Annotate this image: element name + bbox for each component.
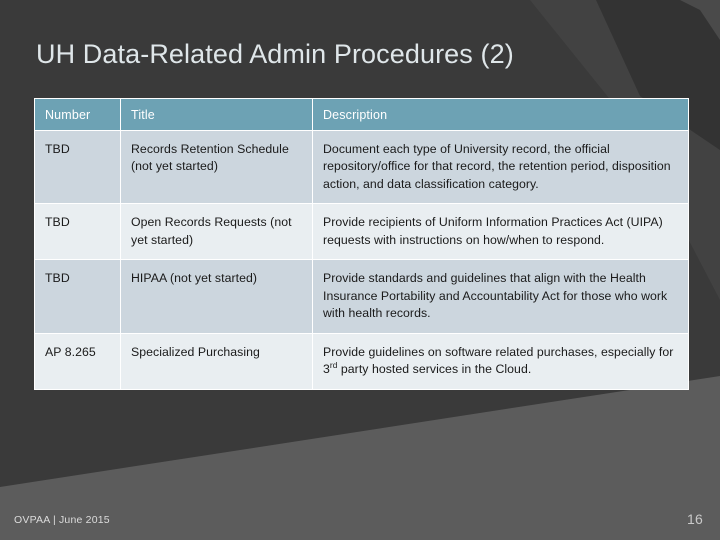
procedures-table-container: Number Title Description TBD Records Ret… (34, 98, 689, 390)
cell-number: TBD (35, 131, 120, 204)
table-head: Number Title Description (35, 99, 688, 130)
description-prefix: Provide guidelines on software related p… (323, 344, 674, 377)
table-header-row: Number Title Description (35, 99, 688, 130)
cell-description: Provide standards and guidelines that al… (313, 260, 688, 333)
cell-description: Provide guidelines on software related p… (313, 333, 688, 389)
cell-description: Document each type of University record,… (313, 131, 688, 204)
table-row: TBD HIPAA (not yet started) Provide stan… (35, 260, 688, 333)
column-header-title: Title (121, 99, 312, 130)
cell-title: Records Retention Schedule (not yet star… (121, 131, 312, 204)
cell-number: AP 8.265 (35, 333, 120, 389)
description-ordinal-suffix: rd (329, 359, 338, 370)
page-number: 16 (687, 511, 703, 527)
cell-description: Provide recipients of Uniform Informatio… (313, 204, 688, 260)
cell-number: TBD (35, 260, 120, 333)
table-row: AP 8.265 Specialized Purchasing Provide … (35, 333, 688, 389)
column-header-description: Description (313, 99, 688, 130)
table-body: TBD Records Retention Schedule (not yet … (35, 131, 688, 389)
description-suffix: party hosted services in the Cloud. (337, 362, 532, 377)
cell-title: Open Records Requests (not yet started) (121, 204, 312, 260)
column-header-number: Number (35, 99, 120, 130)
cell-number: TBD (35, 204, 120, 260)
cell-title: Specialized Purchasing (121, 333, 312, 389)
page-title: UH Data-Related Admin Procedures (2) (36, 39, 514, 69)
procedures-table: Number Title Description TBD Records Ret… (34, 98, 689, 390)
footer-note: OVPAA | June 2015 (14, 514, 110, 526)
table-row: TBD Open Records Requests (not yet start… (35, 204, 688, 260)
table-row: TBD Records Retention Schedule (not yet … (35, 131, 688, 204)
cell-title: HIPAA (not yet started) (121, 260, 312, 333)
